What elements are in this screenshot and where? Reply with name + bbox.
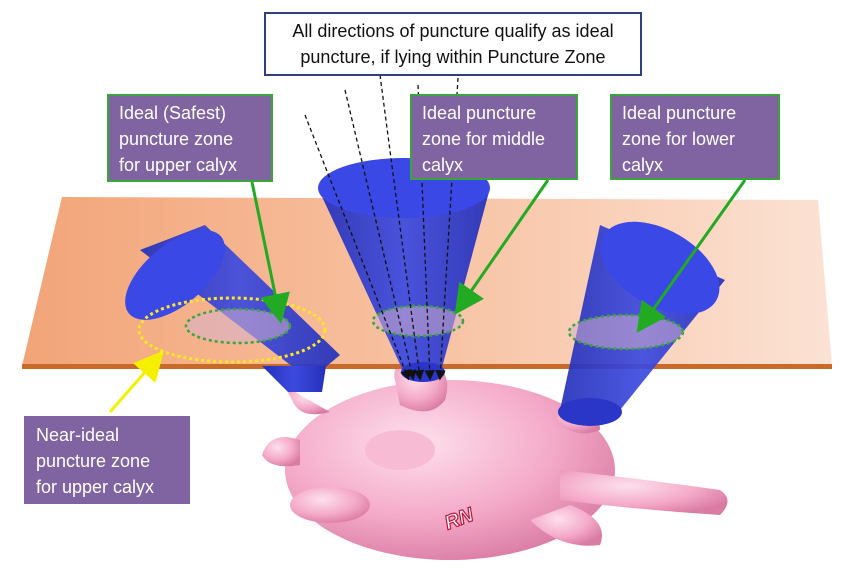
cone-middle-tip [401, 362, 445, 382]
callout-near-ideal: Near-ideal puncture zone for upper calyx [24, 416, 190, 504]
direction-arrow [379, 74, 425, 381]
callout-middle-line-2: zone for middle [422, 129, 546, 149]
callout-near-line-2: puncture zone [36, 451, 151, 471]
kidney-body [285, 380, 615, 560]
callout-upper-calyx: Ideal (Safest) puncture zone for upper c… [107, 94, 273, 182]
cone-upper-calyx [125, 225, 340, 392]
callout-arrow-middle [454, 179, 550, 315]
cone-upper-lower [262, 366, 326, 392]
cone-lower-top [600, 221, 720, 315]
callout-lower-line-2: zone for lower [622, 129, 736, 149]
calyx-mid [365, 430, 435, 470]
callout-arrow-upper [250, 181, 290, 324]
direction-arrow [304, 114, 410, 381]
cone-upper-top [125, 230, 225, 320]
calyx-lower-left [290, 487, 370, 523]
callout-near-line-3: for upper calyx [36, 477, 155, 497]
callout-upper-line-2: puncture zone [119, 129, 234, 149]
callout-lower-line-3: calyx [622, 155, 664, 175]
zone-ellipse-lower [567, 313, 685, 351]
zone-ellipse-middle [371, 304, 465, 338]
zone-ellipse-upper [184, 307, 292, 345]
header-callout: All directions of puncture qualify as id… [264, 12, 642, 76]
kidney-ureter [560, 470, 728, 515]
header-line-2: puncture, if lying within Puncture Zone [300, 47, 606, 67]
callout-middle-calyx: Ideal puncture zone for middle calyx [410, 94, 578, 180]
zone-ellipse-near-ideal [137, 296, 327, 364]
callout-lower-calyx: Ideal puncture zone for lower calyx [610, 94, 780, 180]
callout-middle-line-3: calyx [422, 155, 464, 175]
direction-arrow [344, 89, 417, 381]
callout-middle-line-1: Ideal puncture [422, 103, 537, 123]
calyx-bottom [530, 505, 602, 546]
callout-upper-line-3: for upper calyx [119, 155, 238, 175]
header-line-1: All directions of puncture qualify as id… [292, 21, 614, 41]
callout-arrow-lower [636, 179, 747, 333]
calyx-left-1 [262, 437, 300, 467]
callout-lower-line-1: Ideal puncture [622, 103, 737, 123]
kidney: RN [262, 360, 728, 560]
callout-arrow-near-ideal [108, 350, 164, 413]
cone-lower-tip [558, 398, 622, 426]
calyx-left-2 [287, 388, 330, 415]
callout-upper-line-1: Ideal (Safest) [119, 103, 227, 123]
callout-near-line-1: Near-ideal [36, 425, 120, 445]
